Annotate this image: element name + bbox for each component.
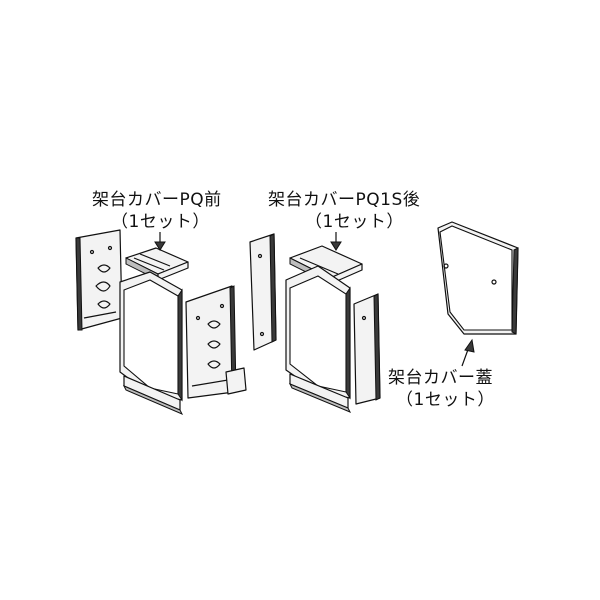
rear-arrow <box>330 232 342 251</box>
lid-arrow <box>461 338 475 367</box>
rear-left-side-panel <box>249 233 277 351</box>
label-rear-cover-set: （1セット） <box>305 212 404 232</box>
label-rear-cover-name: 架台カバーPQ1S後 <box>268 190 421 210</box>
front-small-plate <box>225 367 247 395</box>
rear-cover-set <box>249 232 381 413</box>
lid-cover <box>437 221 519 367</box>
label-front-cover-name: 架台カバーPQ前 <box>92 190 222 210</box>
front-main-panel <box>119 271 183 402</box>
label-lid-name: 架台カバー蓋 <box>388 368 493 388</box>
rear-main-panel <box>285 265 351 400</box>
front-arrow <box>154 232 166 251</box>
label-front-cover-set: （1セット） <box>111 212 210 232</box>
label-lid-set: （1セット） <box>396 390 495 410</box>
rear-bottom-strip <box>288 373 352 413</box>
rear-right-side-panel <box>353 293 381 405</box>
front-bottom-strip <box>122 375 184 415</box>
front-left-side-panel <box>75 229 123 331</box>
front-top-tray <box>125 247 189 281</box>
front-cover-set <box>75 229 247 415</box>
